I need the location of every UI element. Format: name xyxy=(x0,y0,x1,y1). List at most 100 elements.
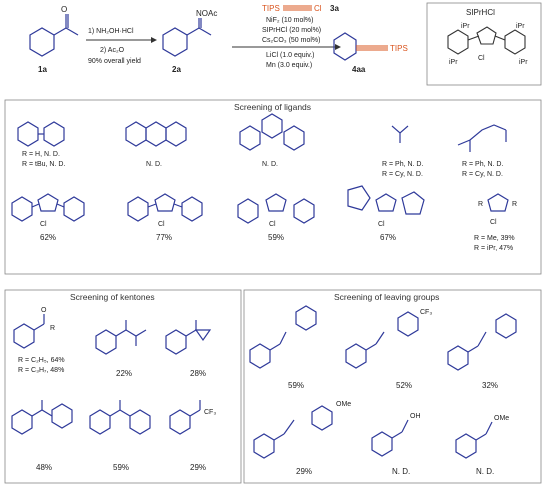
leaving-group-5-result: N. D. xyxy=(392,467,410,476)
oxime-acetate-label: NOAc xyxy=(196,9,217,18)
oxygen-label: O xyxy=(61,5,67,14)
leaving-group-5-oh: OH xyxy=(410,413,421,420)
ketone-2-yield: 22% xyxy=(116,369,132,378)
condition-cs2co3: Cs₂CO₃ (50 mol%) xyxy=(262,37,320,44)
chloride-label: Cl xyxy=(478,55,485,62)
bipy-r-2: R = tBu, N. D. xyxy=(22,161,65,168)
icy-cl-label: Cl xyxy=(269,221,276,228)
condition-mn: Mn (3.0 equiv.) xyxy=(266,62,312,69)
ipr-cl-label: Cl xyxy=(40,221,47,228)
ipr-label-4: iPr xyxy=(519,59,528,66)
leaving-group-3-yield: 32% xyxy=(482,381,498,390)
ir-r-1: R = Me, 39% xyxy=(474,235,515,242)
leaving-groups-panel: Screening of leaving groups xyxy=(243,289,542,484)
leaving-groups-title: Screening of leaving groups xyxy=(334,292,439,302)
condition-siprhcl: SIPrHCl (20 mol%) xyxy=(262,27,321,34)
ligand-terpyridine: N. D. xyxy=(239,113,305,168)
siprhcl-box: SIPrHCl iPr iPr iPr iPr Cl xyxy=(426,2,542,86)
phen-result: N. D. xyxy=(146,161,162,168)
product-4aa: TIPS 4aa xyxy=(333,32,408,74)
reagent-cl-label: Cl xyxy=(314,4,322,13)
ir-r-left: R xyxy=(478,201,483,208)
ligand-phenanthroline: N. D. xyxy=(125,121,187,168)
leaving-group-4-yield: 29% xyxy=(296,467,312,476)
ligand-bipyridine: R = H, N. D. R = tBu, N. D. xyxy=(17,121,65,168)
ketones-title: Screening of kentones xyxy=(70,292,155,302)
ligand-imes-nhc: Cl 77% xyxy=(127,193,203,242)
ketone-6-cf3: CF₃ xyxy=(204,409,216,416)
leaving-group-2-yield: 52% xyxy=(396,381,412,390)
ketone-3-yield: 28% xyxy=(190,369,206,378)
ketone-2: 22% xyxy=(95,320,147,378)
ketones-panel: Screening of kentones xyxy=(4,289,242,484)
leaving-group-5: OH N. D. xyxy=(371,413,421,476)
pr3-r-2: R = Cy, N. D. xyxy=(382,171,423,178)
ipr-yield: 62% xyxy=(40,233,56,242)
iad-yield: 67% xyxy=(380,233,396,242)
ketone-6-yield: 29% xyxy=(190,463,206,472)
ketone-5: 59% xyxy=(89,400,151,472)
reagent-tips-label: TIPS xyxy=(262,4,280,13)
ligands-panel: Screening of ligands xyxy=(4,99,542,275)
step1-arrow: 1) NH₂OH·HCl 2) Ac₂O 90% overall yield xyxy=(86,28,157,65)
leaving-group-6: OMe N. D. xyxy=(455,415,509,476)
leaving-group-4: OMe 29% xyxy=(253,401,351,476)
compound-1a: O 1a xyxy=(29,5,79,74)
ipr-label-2: iPr xyxy=(516,23,525,30)
ligand-monophosphine: R = Ph, N. D. R = Cy, N. D. xyxy=(382,125,423,178)
leaving-group-1-yield: 59% xyxy=(288,381,304,390)
ketone-1-oxygen: O xyxy=(41,307,47,314)
bipy-r-1: R = H, N. D. xyxy=(22,151,60,158)
ligand-diphosphine: R = Ph, N. D. R = Cy, N. D. xyxy=(457,124,507,178)
ligands-title: Screening of ligands xyxy=(234,102,311,112)
condition-licl: LiCl (1.0 equiv.) xyxy=(266,52,315,59)
step1-reagent: 1) NH₂OH·HCl xyxy=(88,28,134,35)
reagent-3a: TIPS Cl 3a xyxy=(262,4,339,13)
product-tips-label: TIPS xyxy=(390,44,408,53)
icy-yield: 59% xyxy=(268,233,284,242)
condition-nif2: NiF₂ (10 mol%) xyxy=(266,17,313,24)
ketone-3: 28% xyxy=(165,320,212,378)
imes-yield: 77% xyxy=(156,233,172,242)
leaving-group-6-result: N. D. xyxy=(476,467,494,476)
reagent-3a-label: 3a xyxy=(330,4,339,13)
ir-r-2: R = iPr, 47% xyxy=(474,245,513,252)
ketone-4: 48% xyxy=(11,400,73,472)
ligand-ir-nhc: R R Cl R = Me, 39% R = iPr, 47% xyxy=(474,193,517,252)
diphos-r-1: R = Ph, N. D. xyxy=(462,161,503,168)
imes-cl-label: Cl xyxy=(158,221,165,228)
leaving-group-6-ome: OMe xyxy=(494,415,509,422)
leaving-group-1: 59% xyxy=(249,305,317,390)
ir-r-right: R xyxy=(512,201,517,208)
ketone-1: O R R = C₂H₅, 64% R = C₃H₇, 48% xyxy=(13,307,65,374)
ketone-4-yield: 48% xyxy=(36,463,52,472)
ketone-5-yield: 59% xyxy=(113,463,129,472)
pr3-r-1: R = Ph, N. D. xyxy=(382,161,423,168)
compound-4aa-label: 4aa xyxy=(352,65,366,74)
ketone-6: CF₃ 29% xyxy=(169,400,216,472)
leaving-group-2-cf3: CF₃ xyxy=(420,309,432,316)
step1-yield: 90% overall yield xyxy=(88,58,141,65)
leaving-group-3: 32% xyxy=(447,313,517,390)
ligand-ipr-nhc: Cl 62% xyxy=(11,193,85,242)
ligand-icy-nhc: Cl 59% xyxy=(237,193,315,242)
compound-2a-label: 2a xyxy=(172,65,181,74)
leaving-group-4-ome: OMe xyxy=(336,401,351,408)
conditions: NiF₂ (10 mol%) SIPrHCl (20 mol%) Cs₂CO₃ … xyxy=(232,17,341,69)
terpy-result: N. D. xyxy=(262,161,278,168)
leaving-group-2: CF₃ 52% xyxy=(345,309,432,390)
ipr-label-1: iPr xyxy=(461,23,470,30)
compound-1a-label: 1a xyxy=(38,65,47,74)
ipr-label-3: iPr xyxy=(449,59,458,66)
ketone-1-r1: R = C₂H₅, 64% xyxy=(18,357,65,364)
step1-acetylation: 2) Ac₂O xyxy=(100,47,125,54)
ir-cl-label: Cl xyxy=(490,219,497,226)
iad-cl-label: Cl xyxy=(378,221,385,228)
compound-2a: NOAc 2a xyxy=(162,9,217,74)
siprhcl-title: SIPrHCl xyxy=(466,8,495,17)
ketone-1-r: R xyxy=(50,325,55,332)
ketone-1-r2: R = C₃H₇, 48% xyxy=(18,367,64,374)
diphos-r-2: R = Cy, N. D. xyxy=(462,171,503,178)
ligand-iad-nhc: Cl 67% xyxy=(347,185,425,242)
